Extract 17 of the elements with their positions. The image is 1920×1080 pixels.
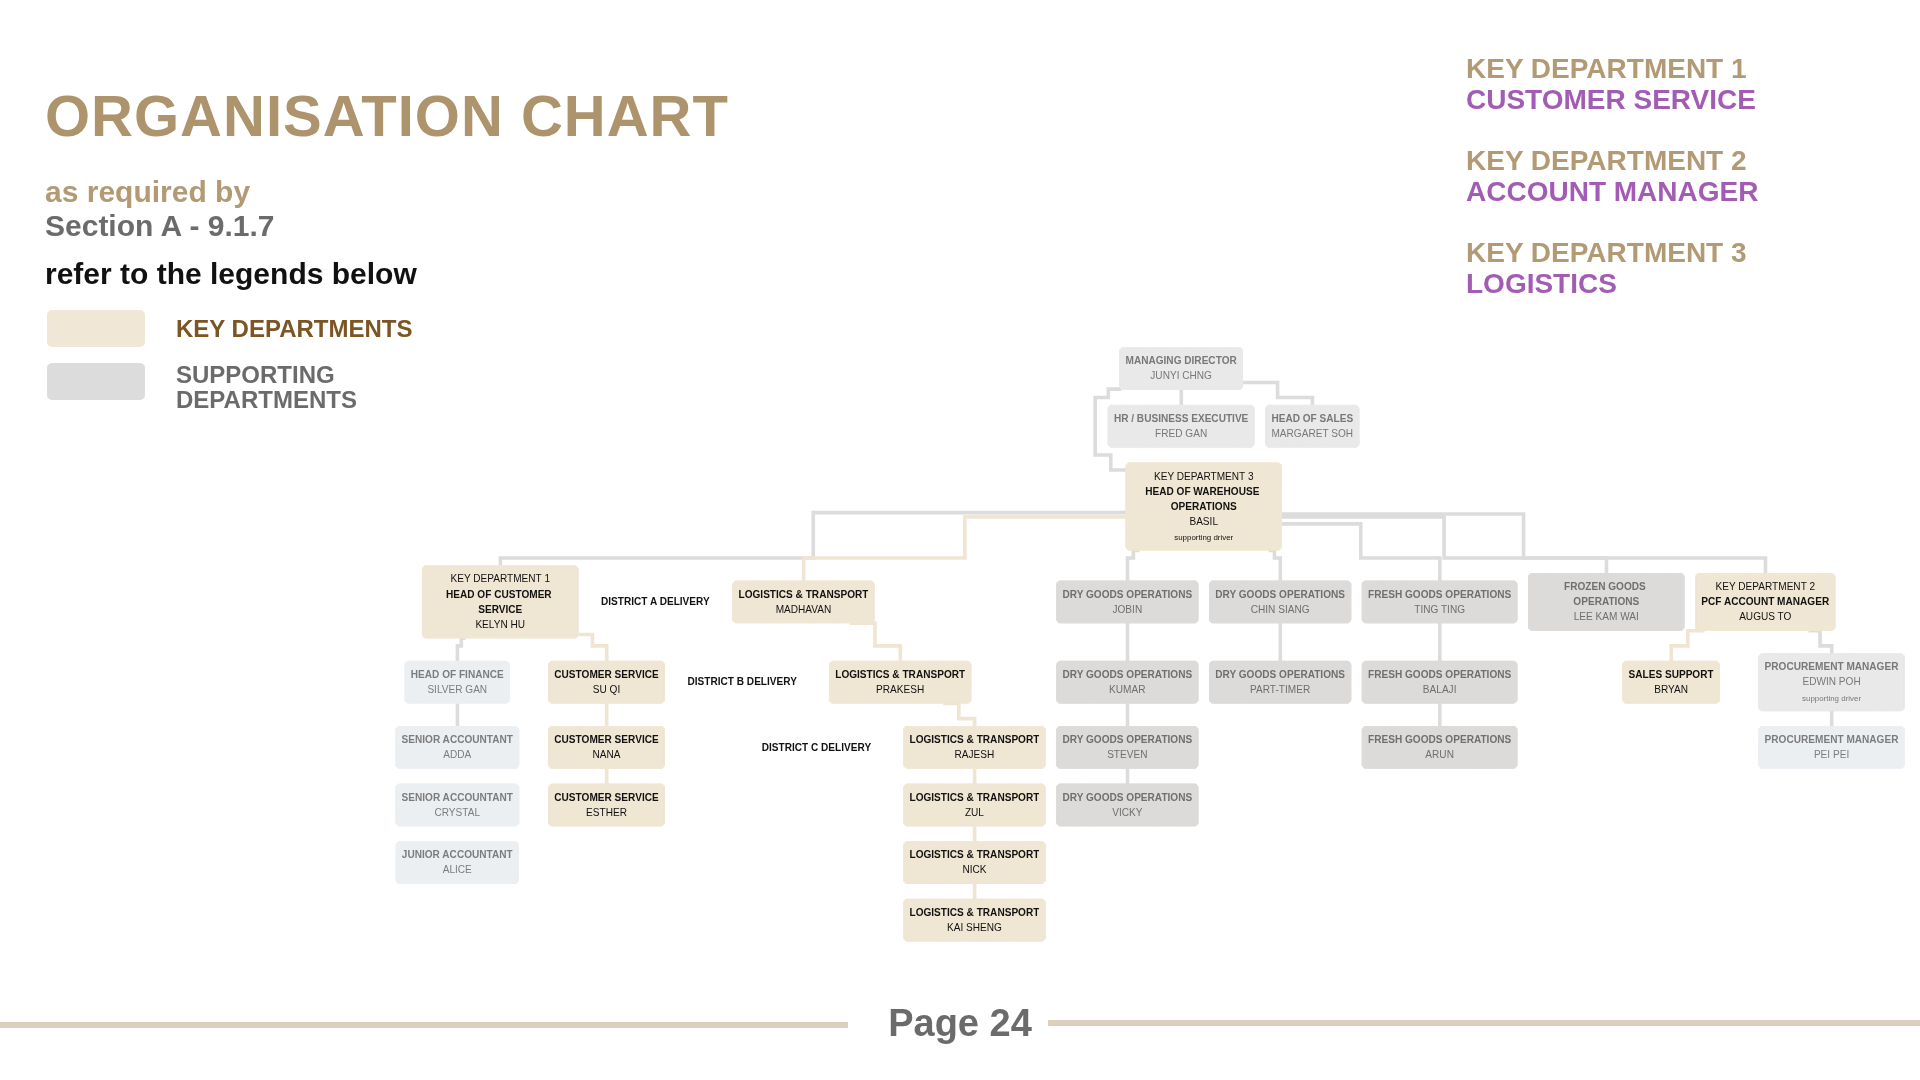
node-label: DISTRICT B DELIVERY bbox=[687, 675, 797, 688]
department-name: LOGISTICS bbox=[1466, 269, 1617, 299]
section-reference: Section A - 9.1.7 bbox=[45, 210, 275, 242]
department-name: CUSTOMER SERVICE bbox=[1466, 85, 1756, 115]
department-name: ACCOUNT MANAGER bbox=[1466, 177, 1759, 207]
department-heading: KEY DEPARTMENT 1 bbox=[1466, 54, 1747, 84]
node-label: DISTRICT C DELIVERY bbox=[761, 740, 872, 753]
department-heading: KEY DEPARTMENT 2 bbox=[1466, 146, 1747, 176]
page-number: Page 24 bbox=[887, 1004, 1033, 1044]
connector bbox=[1093, 386, 1127, 472]
legend-label: KEY DEPARTMENTS bbox=[176, 316, 414, 342]
department-heading: KEY DEPARTMENT 3 bbox=[1466, 238, 1747, 268]
instruction-text: refer to the legends below bbox=[45, 258, 417, 290]
chart-title: ORGANISATION CHART bbox=[45, 86, 729, 147]
subtitle-text: as required by bbox=[45, 176, 251, 208]
legend-label: SUPPORTING DEPARTMENTS bbox=[176, 362, 358, 413]
node-label: DISTRICT A DELIVERY bbox=[601, 595, 710, 607]
